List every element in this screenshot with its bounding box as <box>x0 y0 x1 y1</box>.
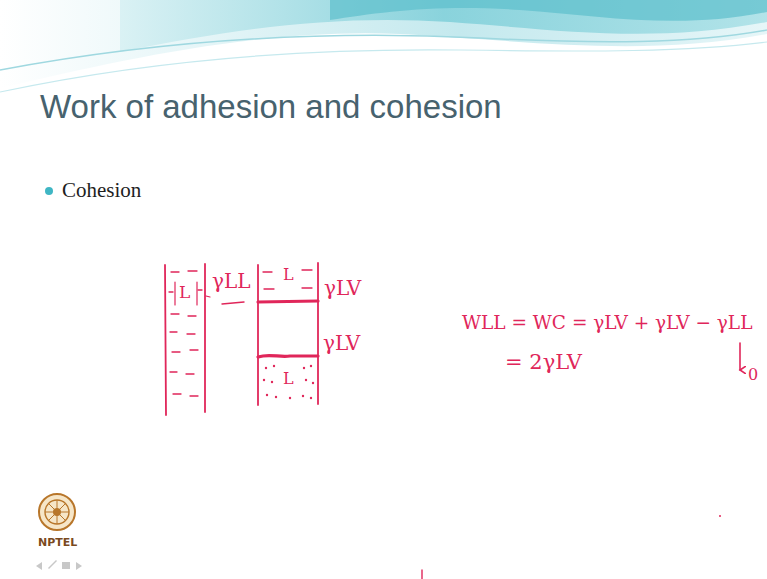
banner-wave <box>120 0 767 52</box>
tension-symbol: γLV <box>324 277 361 300</box>
equation: WLL = WC = γLV + γLV − γLL <box>462 312 752 333</box>
nav-icons <box>36 560 82 570</box>
underline-stroke <box>222 302 244 304</box>
tube-wall <box>165 265 166 415</box>
bullet-dot <box>45 187 53 195</box>
phase-letter: L <box>179 283 190 303</box>
tube-wall <box>204 264 206 412</box>
tension-symbol: γLL <box>212 270 251 293</box>
liquid-dots <box>263 365 314 399</box>
pen-mark <box>421 570 422 579</box>
logo-text: NPTEL <box>38 537 77 550</box>
phase-letter: L <box>283 370 294 388</box>
bullet-text: Cohesion <box>62 178 141 202</box>
slide-title: Work of adhesion and cohesion <box>40 88 502 126</box>
tension-symbol: γLV <box>323 332 360 355</box>
leader-dash <box>206 296 210 297</box>
equation: = 2γLV <box>505 350 582 374</box>
nptel-logo <box>39 494 75 530</box>
banner-wave <box>330 0 767 21</box>
tube-wall <box>257 265 259 405</box>
banner-line <box>0 42 767 92</box>
pen-dot <box>719 515 721 517</box>
interface-line <box>258 301 318 302</box>
liquid-hatch <box>169 271 202 396</box>
bracket <box>174 282 175 305</box>
phase-letter: L <box>283 266 294 284</box>
bracket <box>196 282 197 305</box>
interface-line <box>258 355 318 357</box>
down-arrow <box>739 343 741 370</box>
banner-wave <box>0 0 767 88</box>
tube-wall <box>317 263 319 404</box>
handwritten-sketch <box>165 263 740 579</box>
equation-value: 0 <box>748 366 758 384</box>
